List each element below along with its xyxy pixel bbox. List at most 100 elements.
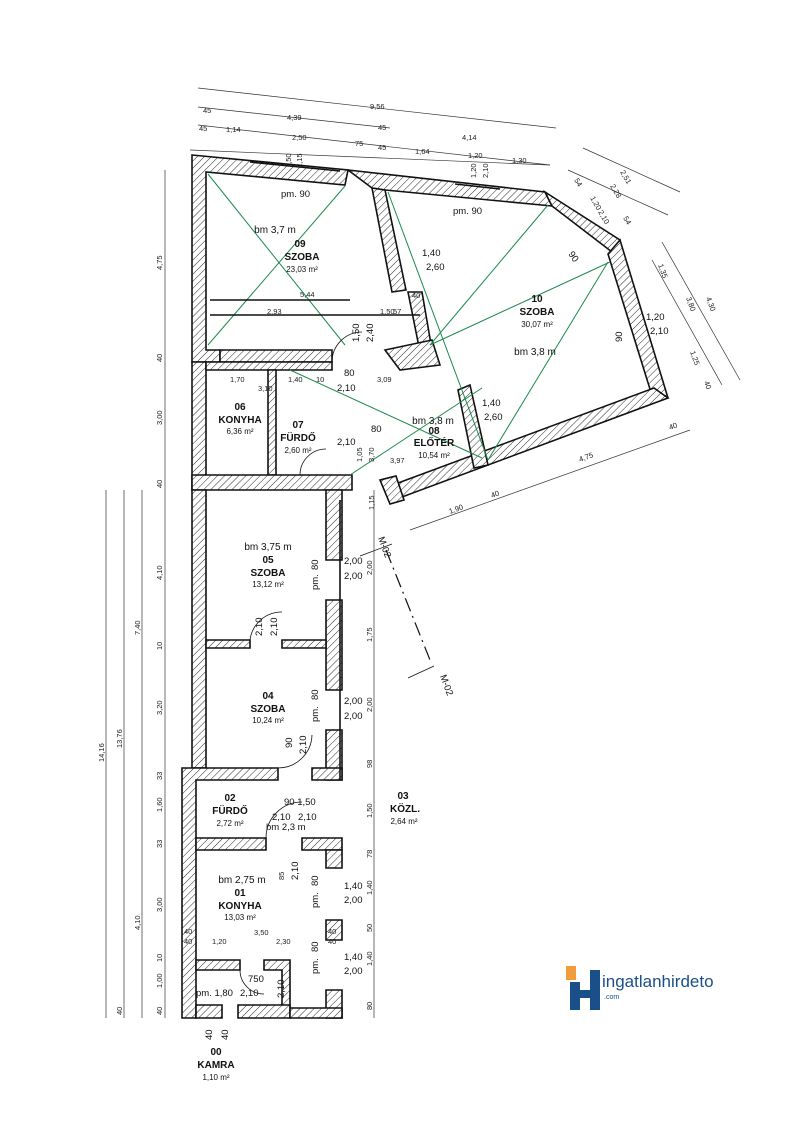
dim-1-70: 1,70 (230, 375, 245, 384)
room-02-number: 02 (224, 793, 236, 804)
dim-2-10-01: 2,10 (290, 862, 301, 881)
dim-1-50: 1,50 (380, 307, 395, 316)
dim-r-4-75: 4,75 (578, 450, 595, 463)
room-03-name: KÖZL. (390, 802, 420, 815)
dim-r-1-35: 1,35 (656, 263, 669, 280)
dim-2-00-01b: 2,00 (344, 966, 363, 977)
dim-r-54b: 54 (621, 215, 633, 227)
dim-40-10: 40 (412, 291, 420, 300)
dim-r-1-90: 1,90 (448, 502, 465, 515)
dim-80-01b: 80 (310, 941, 321, 952)
dim-2-10-top-door: 2,10 (337, 383, 356, 394)
dim-r-40: 40 (702, 380, 713, 391)
dim-m-2-00b: 2,00 (365, 697, 374, 712)
dim-l-4-10b: 4,10 (133, 915, 142, 930)
left-dimension-text: 4,75 40 3,00 40 4,10 7,40 10 3,20 14,16 … (97, 255, 164, 1015)
dim-2-60: 2,60 (426, 262, 445, 273)
section-label-bottom: M-02 (437, 673, 455, 697)
dim-3-70: 3,70 (367, 447, 376, 462)
room-08-number: 08 (428, 426, 440, 437)
dim-2-00-01a: 2,00 (344, 895, 363, 906)
dim-2-10-02a: 2,10 (272, 812, 291, 823)
dim-90-04: 90 (284, 737, 295, 748)
dim-1-05: 1,05 (355, 447, 364, 462)
dim-l-3-00b: 3,00 (155, 897, 164, 912)
dim-row3-d: 75 (355, 139, 363, 148)
dim-80-01a: 80 (310, 875, 321, 886)
section-label-top: M-02 (375, 535, 393, 559)
dim-r-1-25: 1,25 (688, 350, 701, 367)
dim-l-40b: 40 (155, 480, 164, 488)
dim-5-44: 5,44 (300, 290, 315, 299)
room-00: 00 KAMRA 1,10 m² (197, 1047, 234, 1082)
room-03: 03 KÖZL. 2,64 m² (390, 791, 420, 826)
dim-pm-01a: pm. (310, 892, 321, 908)
dim-r-2-51: 2,51 (618, 169, 633, 186)
logo-icon (566, 966, 600, 1010)
dim-m-1-40a: 1,40 (365, 880, 374, 895)
dim-m-98: 98 (365, 760, 374, 768)
dim-l-13-76: 13,76 (115, 729, 124, 748)
dim-r-1-20b: 1,20 (646, 312, 665, 323)
dim-l-7-40: 7,40 (133, 620, 142, 635)
dim-r-40c: 40 (490, 489, 501, 500)
room-05: bm 3,75 m 05 SZOBA 13,12 m² (244, 542, 291, 589)
dim-r-54a: 54 (572, 177, 584, 189)
room-02: 02 FÜRDŐ 2,72 m² (212, 793, 248, 828)
dim-pm90-10: pm. 90 (453, 206, 482, 217)
dim-3-50: 3,50 (254, 928, 269, 937)
dim-2-10-top: 2,10 (481, 163, 490, 178)
room-01-number: 01 (234, 888, 246, 899)
room-10: 10 SZOBA 30,07 m² bm 3,8 m (514, 294, 556, 358)
dim-2-00-05b: 2,00 (344, 571, 363, 582)
door-swings (239, 331, 363, 995)
dim-m-50: 50 (365, 924, 374, 932)
room-00-name: KAMRA (197, 1060, 234, 1071)
dim-l-14-16: 14,16 (97, 743, 106, 762)
dim-10: 10 (316, 375, 324, 384)
room-08: bm 3,8 m 08 ELŐTÉR 10,54 m² (412, 416, 455, 460)
dim-80-top: 80 (344, 368, 355, 379)
logo-text[interactable]: ingatlanhirdeto (602, 972, 714, 991)
dim-40-01c: 40 (328, 927, 336, 936)
room-05-area: 13,12 m² (252, 580, 284, 589)
top-dimension-lines (189, 87, 741, 531)
dim-80-05: 80 (310, 559, 321, 570)
dim-m-80: 80 (365, 1002, 374, 1010)
dim-2-10-00v: 2,10 (276, 980, 287, 999)
dim-2-00-05a: 2,00 (344, 556, 363, 567)
dim-40-00b: 40 (220, 1029, 231, 1040)
room-05-name: SZOBA (251, 568, 286, 579)
room-09-area: 23,03 m² (286, 265, 318, 274)
room-04: 04 SZOBA 10,24 m² (251, 691, 286, 725)
dim-1-40b: 1,40 (288, 375, 303, 384)
dim-40-01a: 40 (184, 927, 192, 936)
dim-750: 750 (248, 974, 264, 985)
dim-1-20-01: 1,20 (212, 937, 227, 946)
dim-1-20-v: 1,20 (469, 163, 478, 178)
dim-3-97: 3,97 (390, 456, 405, 465)
dim-1-40-01b: 1,40 (344, 952, 363, 963)
dim-85: 85 (277, 872, 286, 880)
dim-top-9-56: 9,56 (370, 102, 385, 111)
dim-l-33b: 33 (155, 840, 164, 848)
room-00-number: 00 (210, 1047, 222, 1058)
room-06-name: KONYHA (218, 415, 261, 426)
dim-pm90-09: pm. 90 (281, 189, 310, 200)
dim-r-3-80: 3,80 (684, 296, 697, 313)
dim-pm-04: pm. (310, 706, 321, 722)
dim-pm-1-80: pm. 1,80 (196, 988, 233, 999)
room-02-height: bm 2,3 m (266, 822, 306, 833)
dim-1-15: 1,15 (367, 495, 376, 510)
dim-r-4-30: 4,30 (704, 296, 717, 313)
room-09-name: SZOBA (285, 252, 320, 263)
dim-2-93: 2,93 (267, 307, 282, 316)
dim-2-10-05a: 2,10 (254, 618, 265, 637)
left-dimension-lines (105, 170, 166, 1018)
dim-r-2-10b: 2,10 (650, 326, 669, 337)
dim-1-50b: 1,50 (351, 324, 362, 343)
room-09: bm 3,7 m 09 SZOBA 23,03 m² (254, 225, 319, 274)
room-10-number: 10 (531, 294, 543, 305)
room-08-area: 10,54 m² (418, 451, 450, 460)
dim-m-2-00a: 2,00 (365, 560, 374, 575)
